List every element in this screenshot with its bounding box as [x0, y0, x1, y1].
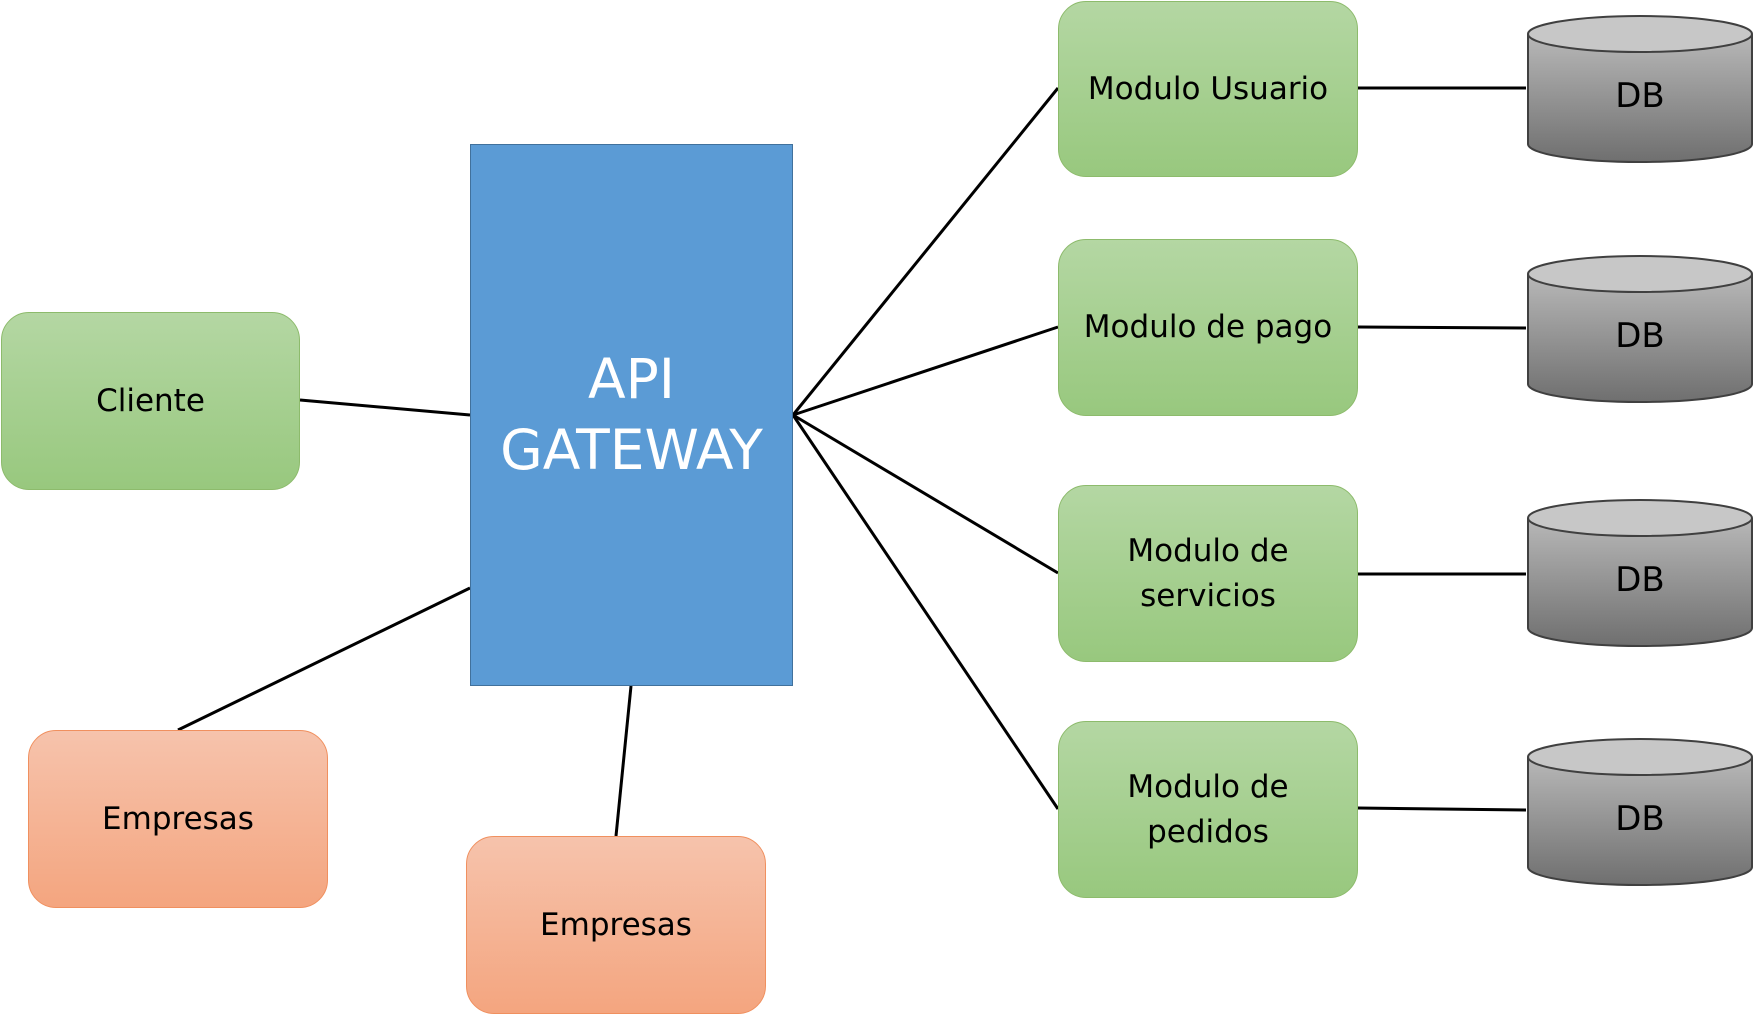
- modulo-usuario-box: Modulo Usuario: [1058, 1, 1358, 177]
- cliente-label: Cliente: [96, 382, 205, 419]
- modulo-pedidos-label: Modulo de pedidos: [1127, 768, 1289, 850]
- empresas-box-1: Empresas: [28, 730, 328, 908]
- cliente-box: Cliente: [1, 312, 300, 490]
- database-label: DB: [1615, 316, 1665, 356]
- line-gateway-pago: [792, 325, 1059, 417]
- api-gateway-box: API GATEWAY: [470, 144, 793, 686]
- modulo-servicios-label: Modulo de servicios: [1127, 532, 1289, 614]
- line-pedidos-db: [1357, 806, 1527, 812]
- database-label: DB: [1615, 799, 1665, 839]
- line-pago-db: [1357, 325, 1527, 330]
- database-label: DB: [1615, 560, 1665, 600]
- database-cylinder-icon: [1527, 15, 1753, 163]
- database-label: DB: [1615, 76, 1665, 116]
- database-servicios: DB: [1526, 498, 1753, 648]
- empresas-box-2: Empresas: [466, 836, 766, 1014]
- modulo-pago-box: Modulo de pago: [1058, 239, 1358, 416]
- database-cylinder-icon: [1527, 499, 1753, 647]
- database-cylinder-icon: [1527, 738, 1753, 886]
- database-pedidos: DB: [1526, 737, 1753, 887]
- gateway-line2: GATEWAY: [500, 418, 763, 482]
- line-gateway-servicios: [792, 413, 1059, 575]
- empresas-label-1: Empresas: [102, 800, 254, 837]
- gateway-line1: API: [587, 346, 675, 411]
- modulo-servicios-box: Modulo de servicios: [1058, 485, 1358, 662]
- database-usuario: DB: [1526, 14, 1753, 164]
- line-gateway-pedidos: [791, 414, 1060, 810]
- line-empresas2-gateway: [614, 685, 633, 837]
- empresas-label-2: Empresas: [540, 906, 692, 943]
- modulo-pago-label: Modulo de pago: [1083, 309, 1333, 346]
- database-cylinder-icon: [1527, 255, 1753, 403]
- line-empresas1-gateway: [177, 586, 471, 732]
- modulo-usuario-label: Modulo Usuario: [1087, 70, 1329, 107]
- line-gateway-usuario: [791, 87, 1060, 416]
- modulo-pedidos-box: Modulo de pedidos: [1058, 721, 1358, 898]
- line-cliente-gateway: [299, 398, 471, 417]
- database-pago: DB: [1526, 254, 1753, 404]
